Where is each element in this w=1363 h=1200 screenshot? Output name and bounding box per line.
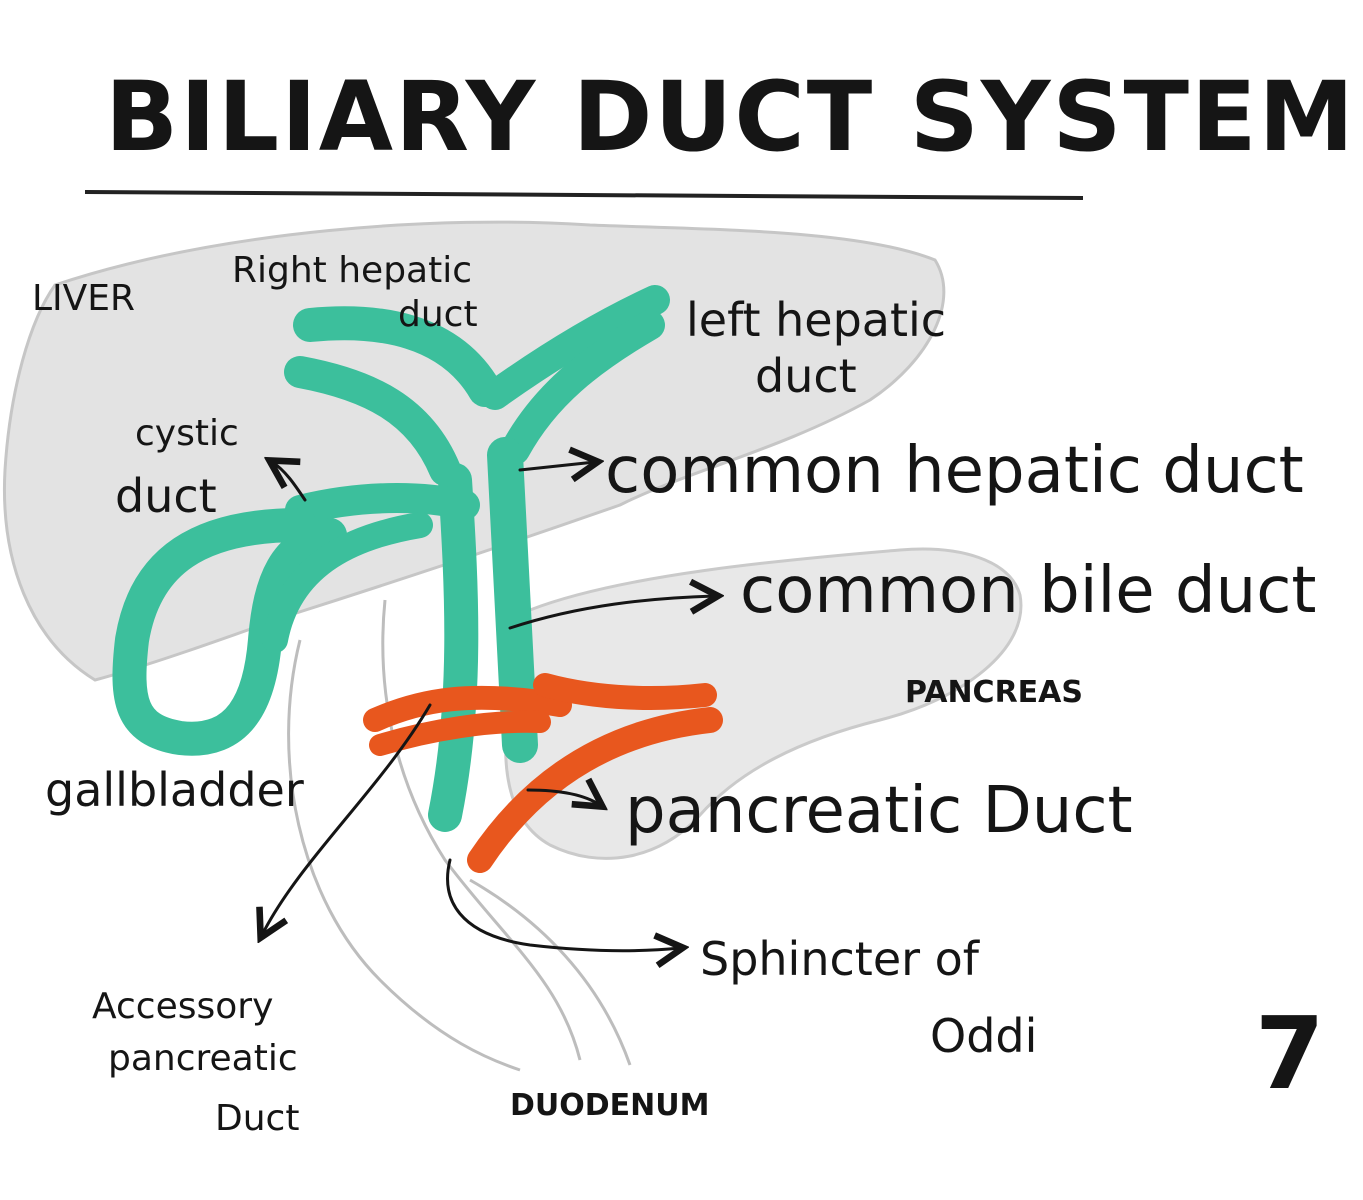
label-left-hepatic-duct: left hepatic bbox=[686, 293, 946, 347]
label-sphincter-of-oddi-2: Oddi bbox=[930, 1009, 1037, 1063]
arrow-common-bile-duct bbox=[508, 596, 715, 630]
common-bile-duct-left bbox=[428, 463, 479, 832]
label-pancreas: PANCREAS bbox=[905, 675, 1083, 710]
page-number: 7 bbox=[1255, 995, 1325, 1112]
right-hepatic-duct bbox=[293, 306, 502, 407]
label-duodenum: DUODENUM bbox=[510, 1088, 709, 1123]
title-underline bbox=[84, 190, 1084, 200]
label-common-bile-duct: common bile duct bbox=[740, 554, 1316, 628]
left-hepatic-duct bbox=[480, 285, 670, 410]
pancreatic-ducts bbox=[363, 673, 723, 873]
label-accessory-pancreatic-duct: Accessory bbox=[92, 986, 273, 1027]
label-cystic-duct-2: duct bbox=[115, 469, 217, 523]
label-gallbladder: gallbladder bbox=[45, 763, 304, 817]
liver-shape bbox=[2, 220, 946, 682]
arrow-pancreatic-duct bbox=[526, 790, 600, 805]
arrow-accessory-pancreatic-duct bbox=[262, 703, 432, 935]
pancreatic-duct bbox=[467, 707, 723, 873]
right-hepatic-duct-lower bbox=[284, 356, 461, 486]
label-liver: LIVER bbox=[32, 278, 135, 319]
label-pancreatic-duct: pancreatic Duct bbox=[625, 774, 1133, 848]
diagram-title: BILIARY DUCT SYSTEM bbox=[105, 61, 1356, 173]
left-hepatic-duct-lower bbox=[500, 310, 665, 465]
label-right-hepatic-duct-2: duct bbox=[398, 294, 478, 335]
arrow-common-hepatic-duct bbox=[518, 462, 595, 470]
gallbladder-inner bbox=[262, 512, 433, 653]
annotation-arrows bbox=[262, 462, 715, 951]
label-accessory-pancreatic-duct-3: Duct bbox=[215, 1098, 299, 1139]
pancreatic-duct-upper bbox=[533, 673, 717, 710]
duodenum-shape bbox=[287, 599, 632, 1072]
accessory-pancreatic-duct bbox=[363, 685, 572, 732]
label-left-hepatic-duct-2: duct bbox=[755, 349, 857, 403]
accessory-pancreatic-duct-lower bbox=[369, 710, 551, 756]
gallbladder bbox=[112, 508, 347, 756]
arrow-sphincter-of-oddi bbox=[446, 858, 680, 951]
label-right-hepatic-duct: Right hepatic bbox=[232, 250, 472, 291]
label-sphincter-of-oddi: Sphincter of bbox=[700, 932, 981, 986]
label-common-hepatic-duct: common hepatic duct bbox=[605, 434, 1304, 508]
label-accessory-pancreatic-duct-2: pancreatic bbox=[108, 1038, 298, 1079]
cystic-duct bbox=[285, 483, 480, 525]
arrow-cystic-duct bbox=[272, 462, 307, 502]
label-cystic-duct: cystic bbox=[135, 413, 239, 454]
pancreas-shape bbox=[504, 547, 1023, 860]
